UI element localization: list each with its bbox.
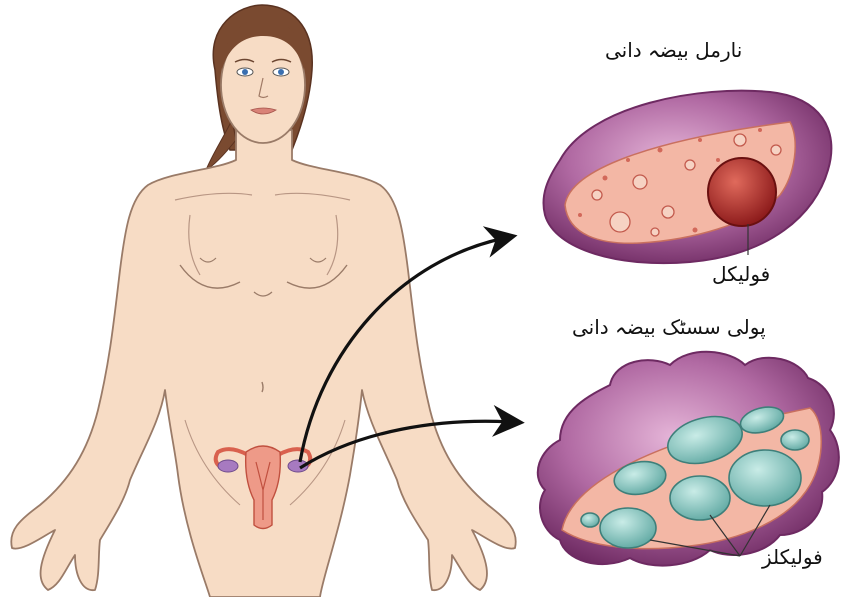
left-iris [242,69,248,75]
follicle-label: فولیکل [712,262,770,286]
right-iris [278,69,284,75]
polycystic-ovary-illustration [538,352,839,566]
normal-ovary-illustration [543,91,831,263]
woman-figure [11,5,516,597]
polycystic-ovary-label: پولی سسٹک بیضہ دانی [572,315,766,339]
normal-ovary-label: نارمل بیضہ دانی [605,38,742,62]
dominant-follicle [708,158,776,226]
follicles-label: فولیکلز [762,545,823,569]
left-ovary-small [218,460,238,472]
